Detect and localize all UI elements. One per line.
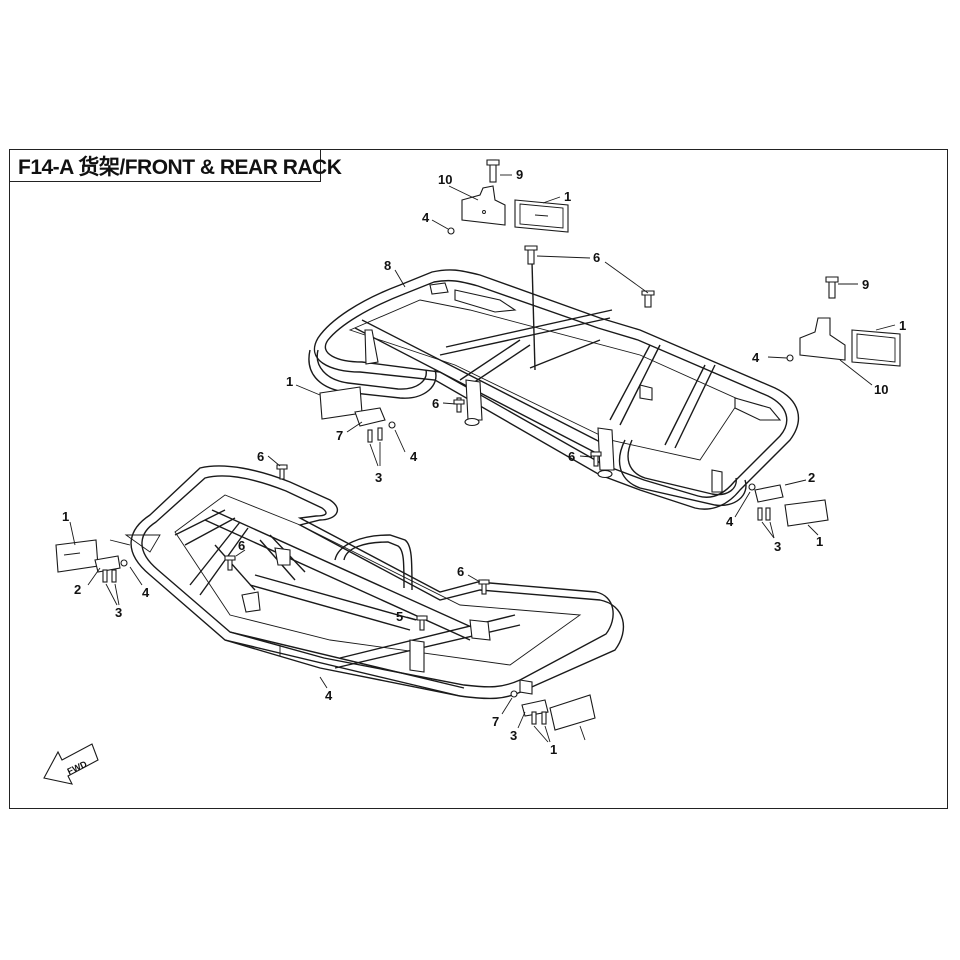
callout-1-left-upper: 1 <box>286 374 293 389</box>
callout-6-front-center: 5 <box>396 609 403 624</box>
callout-4-left: 4 <box>142 585 150 600</box>
callout-5: 4 <box>325 688 333 703</box>
callout-10-top: 10 <box>438 172 452 187</box>
callout-9-top: 9 <box>516 167 523 182</box>
callout-6-front-mid: 6 <box>457 564 464 579</box>
callout-6-front-left: 6 <box>257 449 264 464</box>
rear-rack <box>308 261 800 510</box>
reflector-1-right <box>851 329 901 367</box>
reflector-1-front <box>549 694 596 731</box>
callout-4-top: 4 <box>422 210 430 225</box>
title-box: F14-A 货架/FRONT & REAR RACK <box>9 149 342 182</box>
callout-6-front-inner: 6 <box>238 538 245 553</box>
callout-3-right: 3 <box>774 539 781 554</box>
fwd-arrow-icon: FWD <box>43 743 99 785</box>
bracket-7-left-upper <box>354 407 386 427</box>
callout-4-left-upper: 4 <box>410 449 418 464</box>
callout-7-front: 3 <box>510 728 517 743</box>
callout-1-right: 1 <box>899 318 906 333</box>
bracket-2-left <box>94 555 121 573</box>
bracket-10-top <box>461 185 506 226</box>
front-rack <box>109 465 625 700</box>
callout-6-left-upper: 6 <box>432 396 439 411</box>
callout-10-right: 10 <box>874 382 888 397</box>
hardware <box>55 159 901 731</box>
reflector-1-top <box>514 199 569 233</box>
page-title: F14-A 货架/FRONT & REAR RACK <box>18 155 342 179</box>
callout-8: 8 <box>384 258 391 273</box>
callout-3-left: 3 <box>115 605 122 620</box>
callout-7-left-upper: 7 <box>336 428 343 443</box>
callout-4-front: 7 <box>492 714 499 729</box>
callout-4-right-lower: 4 <box>726 514 734 529</box>
bracket-2-right <box>754 484 784 503</box>
callout-6-mid: 6 <box>568 449 575 464</box>
callout-labels: 10 9 1 4 8 6 9 1 4 10 1 6 7 3 4 6 2 4 3 … <box>62 167 906 757</box>
leader-lines <box>69 174 896 743</box>
callout-1-top: 1 <box>564 189 571 204</box>
callout-2-right: 2 <box>808 470 815 485</box>
callout-3-front: 1 <box>550 742 557 757</box>
diagram-frame <box>9 149 948 809</box>
reflector-1-right-lower <box>784 499 829 527</box>
reflector-1-left-lower <box>55 539 99 573</box>
callout-6-top: 6 <box>593 250 600 265</box>
callout-9-right: 9 <box>862 277 869 292</box>
bracket-10-right <box>799 317 846 361</box>
callout-4-right: 4 <box>752 350 760 365</box>
callout-3-left-upper: 3 <box>375 470 382 485</box>
callout-1-left-lower: 1 <box>62 509 69 524</box>
callout-1-right-lower: 1 <box>816 534 823 549</box>
callout-2-left: 2 <box>74 582 81 597</box>
